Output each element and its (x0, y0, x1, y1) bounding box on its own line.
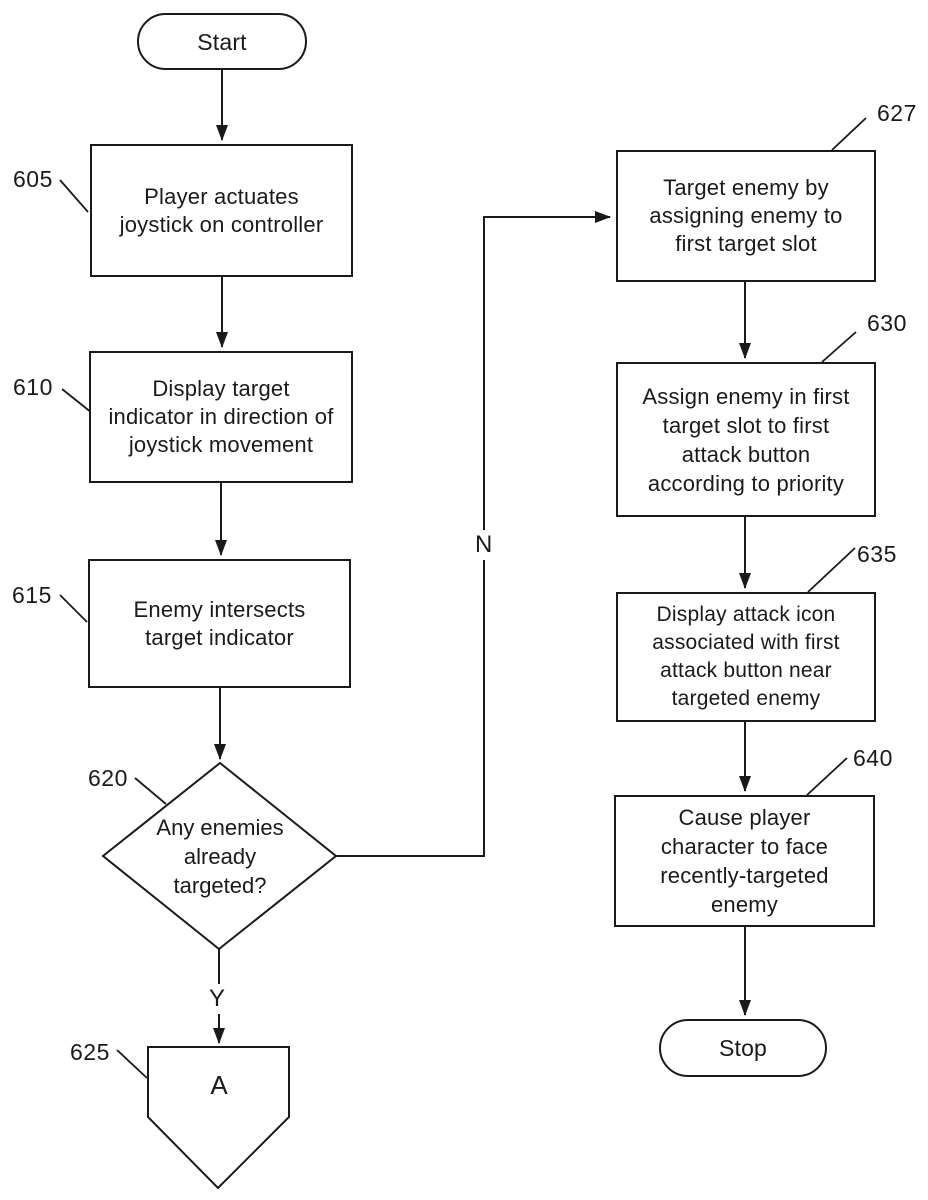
ref-label-620: 620 (88, 765, 128, 791)
branch-label-yes: Y (205, 984, 230, 1014)
stop-terminator: Stop (659, 1019, 827, 1077)
offpage-connector-625-shape (147, 1046, 290, 1190)
leader-615 (59, 594, 88, 623)
process-box-615: Enemy intersects target indicator (88, 559, 351, 688)
ref-label-635: 635 (857, 541, 897, 567)
ref-label-630: 630 (867, 310, 907, 336)
process-box-630: Assign enemy in first target slot to fir… (616, 362, 876, 517)
leader-640 (806, 757, 848, 796)
leader-627 (831, 117, 867, 151)
process-box-635: Display attack icon associated with firs… (616, 592, 876, 722)
ref-label-640: 640 (853, 745, 893, 771)
process-box-640: Cause player character to face recently-… (614, 795, 875, 927)
ref-label-625: 625 (70, 1039, 110, 1065)
leader-625 (116, 1049, 148, 1079)
decision-620-shape (101, 761, 338, 951)
leader-620 (134, 777, 167, 805)
process-box-627: Target enemy by assigning enemy to first… (616, 150, 876, 282)
process-box-605: Player actuates joystick on controller (90, 144, 353, 277)
leader-635 (807, 547, 856, 593)
decision-620-text: Any enemies already targeted? (156, 814, 284, 898)
offpage-connector-625-text: A (210, 1069, 228, 1100)
leader-605 (59, 179, 89, 213)
start-terminator: Start (137, 13, 307, 70)
leader-630 (821, 331, 857, 363)
ref-label-627: 627 (877, 100, 917, 126)
branch-label-no: N (471, 530, 497, 560)
ref-label-605: 605 (13, 166, 53, 192)
ref-label-610: 610 (13, 374, 53, 400)
process-box-610: Display target indicator in direction of… (89, 351, 353, 483)
ref-label-615: 615 (12, 582, 52, 608)
